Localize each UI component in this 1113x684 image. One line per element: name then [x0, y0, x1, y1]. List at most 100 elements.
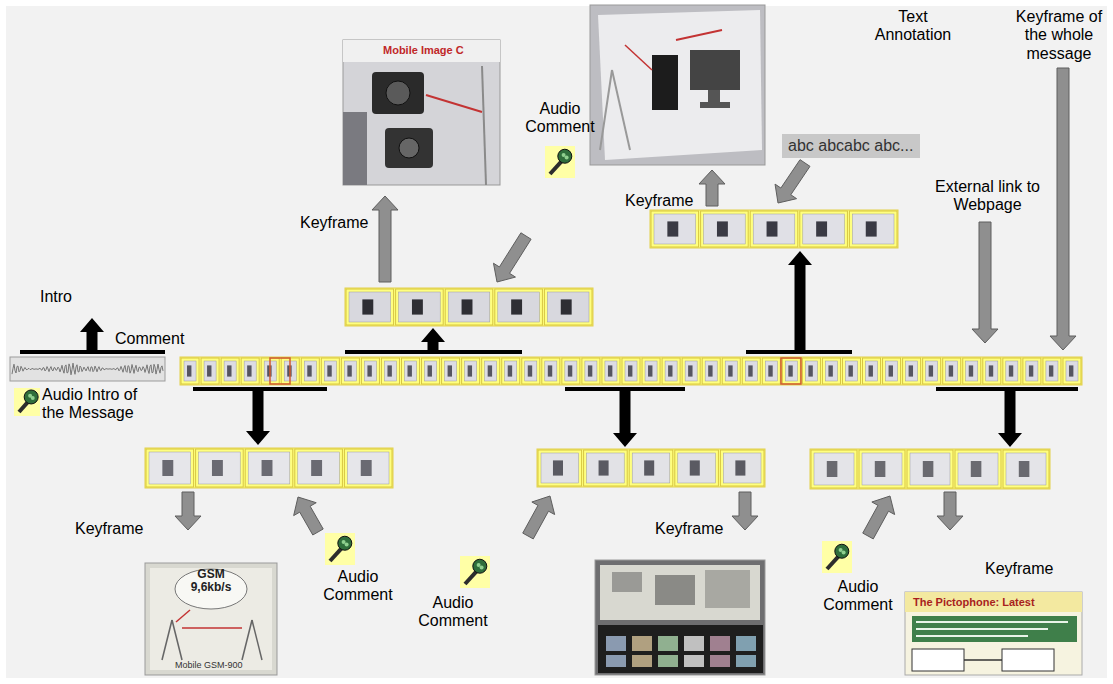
- callout-label: Audio Comment: [518, 100, 602, 137]
- callout-label: Keyframe: [985, 560, 1053, 578]
- film-frame: [859, 450, 905, 488]
- film-frame: [245, 449, 293, 487]
- frame-object: [408, 365, 412, 376]
- selected-frame: [270, 358, 290, 384]
- node-text: Mobile Image C: [383, 44, 464, 56]
- node-text: GSM 9,6kb/s: [184, 568, 238, 594]
- photo-line: [182, 627, 242, 629]
- film-frame: [800, 211, 848, 247]
- film-frame: [396, 289, 444, 325]
- film-frame: [542, 358, 560, 384]
- link-arrow: [613, 391, 637, 447]
- film-frame: [181, 358, 199, 384]
- film-frame: [482, 358, 500, 384]
- phone-shape: [652, 55, 678, 110]
- film-frame: [295, 449, 343, 487]
- photo-thumbnail: [606, 636, 626, 651]
- filmstrip: [810, 449, 1050, 489]
- frame-image: [199, 452, 241, 484]
- film-frame: [651, 211, 699, 247]
- film-frame: [983, 358, 1001, 384]
- frame-image: [149, 452, 191, 484]
- background-panel: [6, 6, 1107, 678]
- frame-image: [805, 361, 817, 381]
- photo-thumbnail: [684, 636, 704, 651]
- film-frame: [1023, 358, 1041, 384]
- slide-text-line: [916, 635, 1028, 637]
- camera-lens: [386, 81, 410, 105]
- frame-image: [547, 292, 589, 322]
- frame-object: [528, 365, 532, 376]
- text-annotation-box: abc abcabc abc...: [782, 134, 920, 158]
- frame-object: [311, 460, 322, 476]
- pointer-arrow: [493, 233, 531, 282]
- frame-object: [207, 365, 211, 376]
- camera-shape: [372, 72, 424, 114]
- frame-object: [827, 461, 838, 477]
- filmstrip: [650, 210, 898, 248]
- photo-thumbnail: [684, 655, 704, 667]
- segment-bar: [565, 387, 685, 391]
- frame-object: [307, 365, 311, 376]
- frame-image: [785, 361, 797, 381]
- pointer-arrow: [699, 170, 725, 206]
- frame-image: [723, 453, 761, 483]
- frame-object: [608, 365, 612, 376]
- film-frame: [702, 358, 720, 384]
- film-frame: [602, 358, 620, 384]
- frame-image: [525, 361, 537, 381]
- frame-image: [845, 361, 857, 381]
- pointer-arrow: [775, 160, 810, 203]
- film-frame: [675, 450, 719, 486]
- callout-label: Audio Comment: [411, 594, 495, 631]
- film-frame: [923, 358, 941, 384]
- photo-thumbnail: [736, 655, 756, 667]
- frame-object: [327, 365, 331, 376]
- microphone-icon: [325, 533, 355, 565]
- pointer-arrow: [972, 222, 998, 343]
- photo-thumbnail: [710, 636, 730, 651]
- photo-mast: [612, 70, 630, 150]
- microphone-handle: [330, 547, 342, 561]
- frame-object: [828, 365, 832, 376]
- film-frame: [381, 358, 399, 384]
- film-frame: [907, 450, 953, 488]
- frame-image: [298, 452, 340, 484]
- film-frame: [401, 358, 419, 384]
- frame-object: [1049, 365, 1053, 376]
- frame-object: [648, 365, 652, 376]
- frame-object: [412, 299, 423, 314]
- frame-image: [685, 361, 697, 381]
- frame-object: [949, 365, 953, 376]
- film-frame: [221, 358, 239, 384]
- film-frame: [662, 358, 680, 384]
- frame-object: [929, 365, 933, 376]
- microphone-icon: [14, 388, 40, 416]
- film-frame: [321, 358, 339, 384]
- frame-object: [1029, 365, 1033, 376]
- microphone-grid: [345, 543, 349, 547]
- microphone-head: [558, 149, 572, 163]
- frame-object: [748, 365, 752, 376]
- film-frame: [762, 358, 780, 384]
- frame-object: [667, 221, 678, 236]
- frame-image: [725, 361, 737, 381]
- photo-oval: [175, 569, 247, 609]
- film-frame: [584, 450, 628, 486]
- photo-mast: [242, 620, 252, 660]
- frame-image: [541, 453, 579, 483]
- film-frame: [782, 358, 800, 384]
- film-frame: [802, 358, 820, 384]
- frame-object: [628, 365, 632, 376]
- film-frame: [495, 289, 543, 325]
- frame-object: [362, 299, 373, 314]
- frame-image: [866, 361, 878, 381]
- frame-object: [511, 299, 522, 314]
- film-frame: [863, 358, 881, 384]
- frame-object: [347, 365, 351, 376]
- photo-line: [176, 610, 190, 622]
- frame-object: [548, 365, 552, 376]
- camera-shape: [385, 128, 433, 168]
- frame-image: [852, 214, 894, 244]
- pointer-arrow: [732, 492, 758, 530]
